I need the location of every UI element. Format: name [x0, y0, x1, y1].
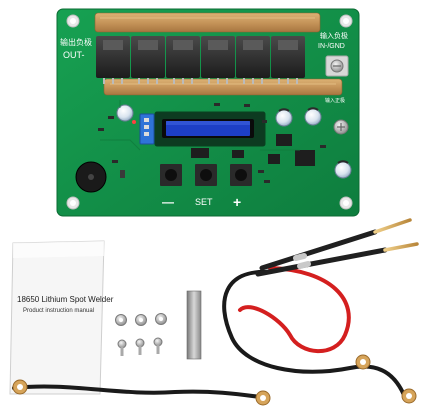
- minus-button-label: —: [162, 195, 174, 209]
- input-positive-label-cn: 输入正极: [325, 97, 345, 104]
- red-cable: [238, 266, 351, 354]
- capacitors: [116, 104, 352, 179]
- smd-components: [98, 103, 326, 183]
- welding-pens: [255, 218, 419, 277]
- input-negative-terminal: [325, 55, 349, 77]
- microcontroller-chips: [191, 134, 315, 166]
- washers: [115, 313, 167, 326]
- set-button-label: SET: [195, 197, 213, 207]
- screws: [117, 337, 163, 356]
- input-copper-bar: [103, 78, 343, 96]
- input-positive-terminal: [333, 119, 349, 135]
- input-negative-label-cn: 输入负极: [320, 31, 348, 40]
- set-button[interactable]: [195, 164, 217, 186]
- instruction-manual: 18650 Lithium Spot Welder Product instru…: [9, 240, 114, 395]
- welder-pcb: 输出负极 OUT- 输入负极 IN-/GND 输入正极: [56, 8, 360, 217]
- output-copper-bar: [94, 12, 321, 33]
- mount-holes: [66, 14, 353, 210]
- output-negative-label-cn: 输出负极: [60, 37, 92, 47]
- plus-button[interactable]: [230, 164, 252, 186]
- buzzer: [75, 161, 107, 193]
- input-negative-label-en: IN-/GND: [318, 43, 345, 50]
- oled-display: [154, 111, 266, 147]
- minus-button[interactable]: [160, 164, 182, 186]
- metal-strip: [186, 290, 202, 360]
- black-cable: [12, 269, 406, 400]
- manual-subtitle: Product instruction manual: [23, 308, 94, 314]
- plus-button-label: +: [233, 194, 241, 210]
- ring-terminals: [12, 354, 417, 406]
- output-negative-label-en: OUT-: [63, 50, 85, 60]
- manual-title: 18650 Lithium Spot Welder: [17, 295, 114, 304]
- mosfet-array: [96, 36, 305, 84]
